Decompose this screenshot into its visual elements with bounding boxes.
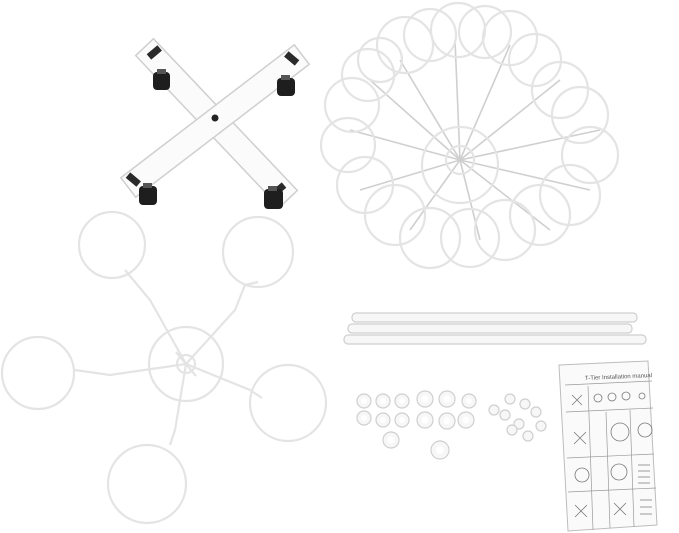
spacer-rings: [356, 390, 477, 460]
manual-illustrations: [571, 391, 653, 518]
caster-wheel: [139, 183, 157, 205]
spiral-ring-rack: [319, 1, 620, 270]
end-cap: [125, 172, 141, 187]
tier-rings: [0, 210, 328, 525]
caster-wheel: [264, 186, 283, 209]
end-cap: [146, 45, 162, 60]
rod: [351, 312, 638, 323]
caster-wheel: [277, 75, 295, 96]
cross-base: [119, 37, 311, 209]
rack-rings: [319, 1, 620, 270]
rack-spokes: [349, 39, 601, 241]
end-cap: [284, 51, 300, 66]
clip-connectors: [488, 393, 547, 442]
manual-diagram-grid: [564, 380, 657, 531]
wire-ring-tier: [0, 210, 328, 525]
installation-manual: T-Tier Installation manual: [558, 360, 658, 532]
caster-wheel: [153, 69, 170, 90]
tier-arms: [74, 269, 263, 446]
manual-title: T-Tier Installation manual: [585, 373, 652, 382]
center-bolt: [211, 114, 219, 122]
rod: [347, 323, 633, 334]
support-rods: [343, 312, 647, 345]
rod: [343, 334, 647, 345]
